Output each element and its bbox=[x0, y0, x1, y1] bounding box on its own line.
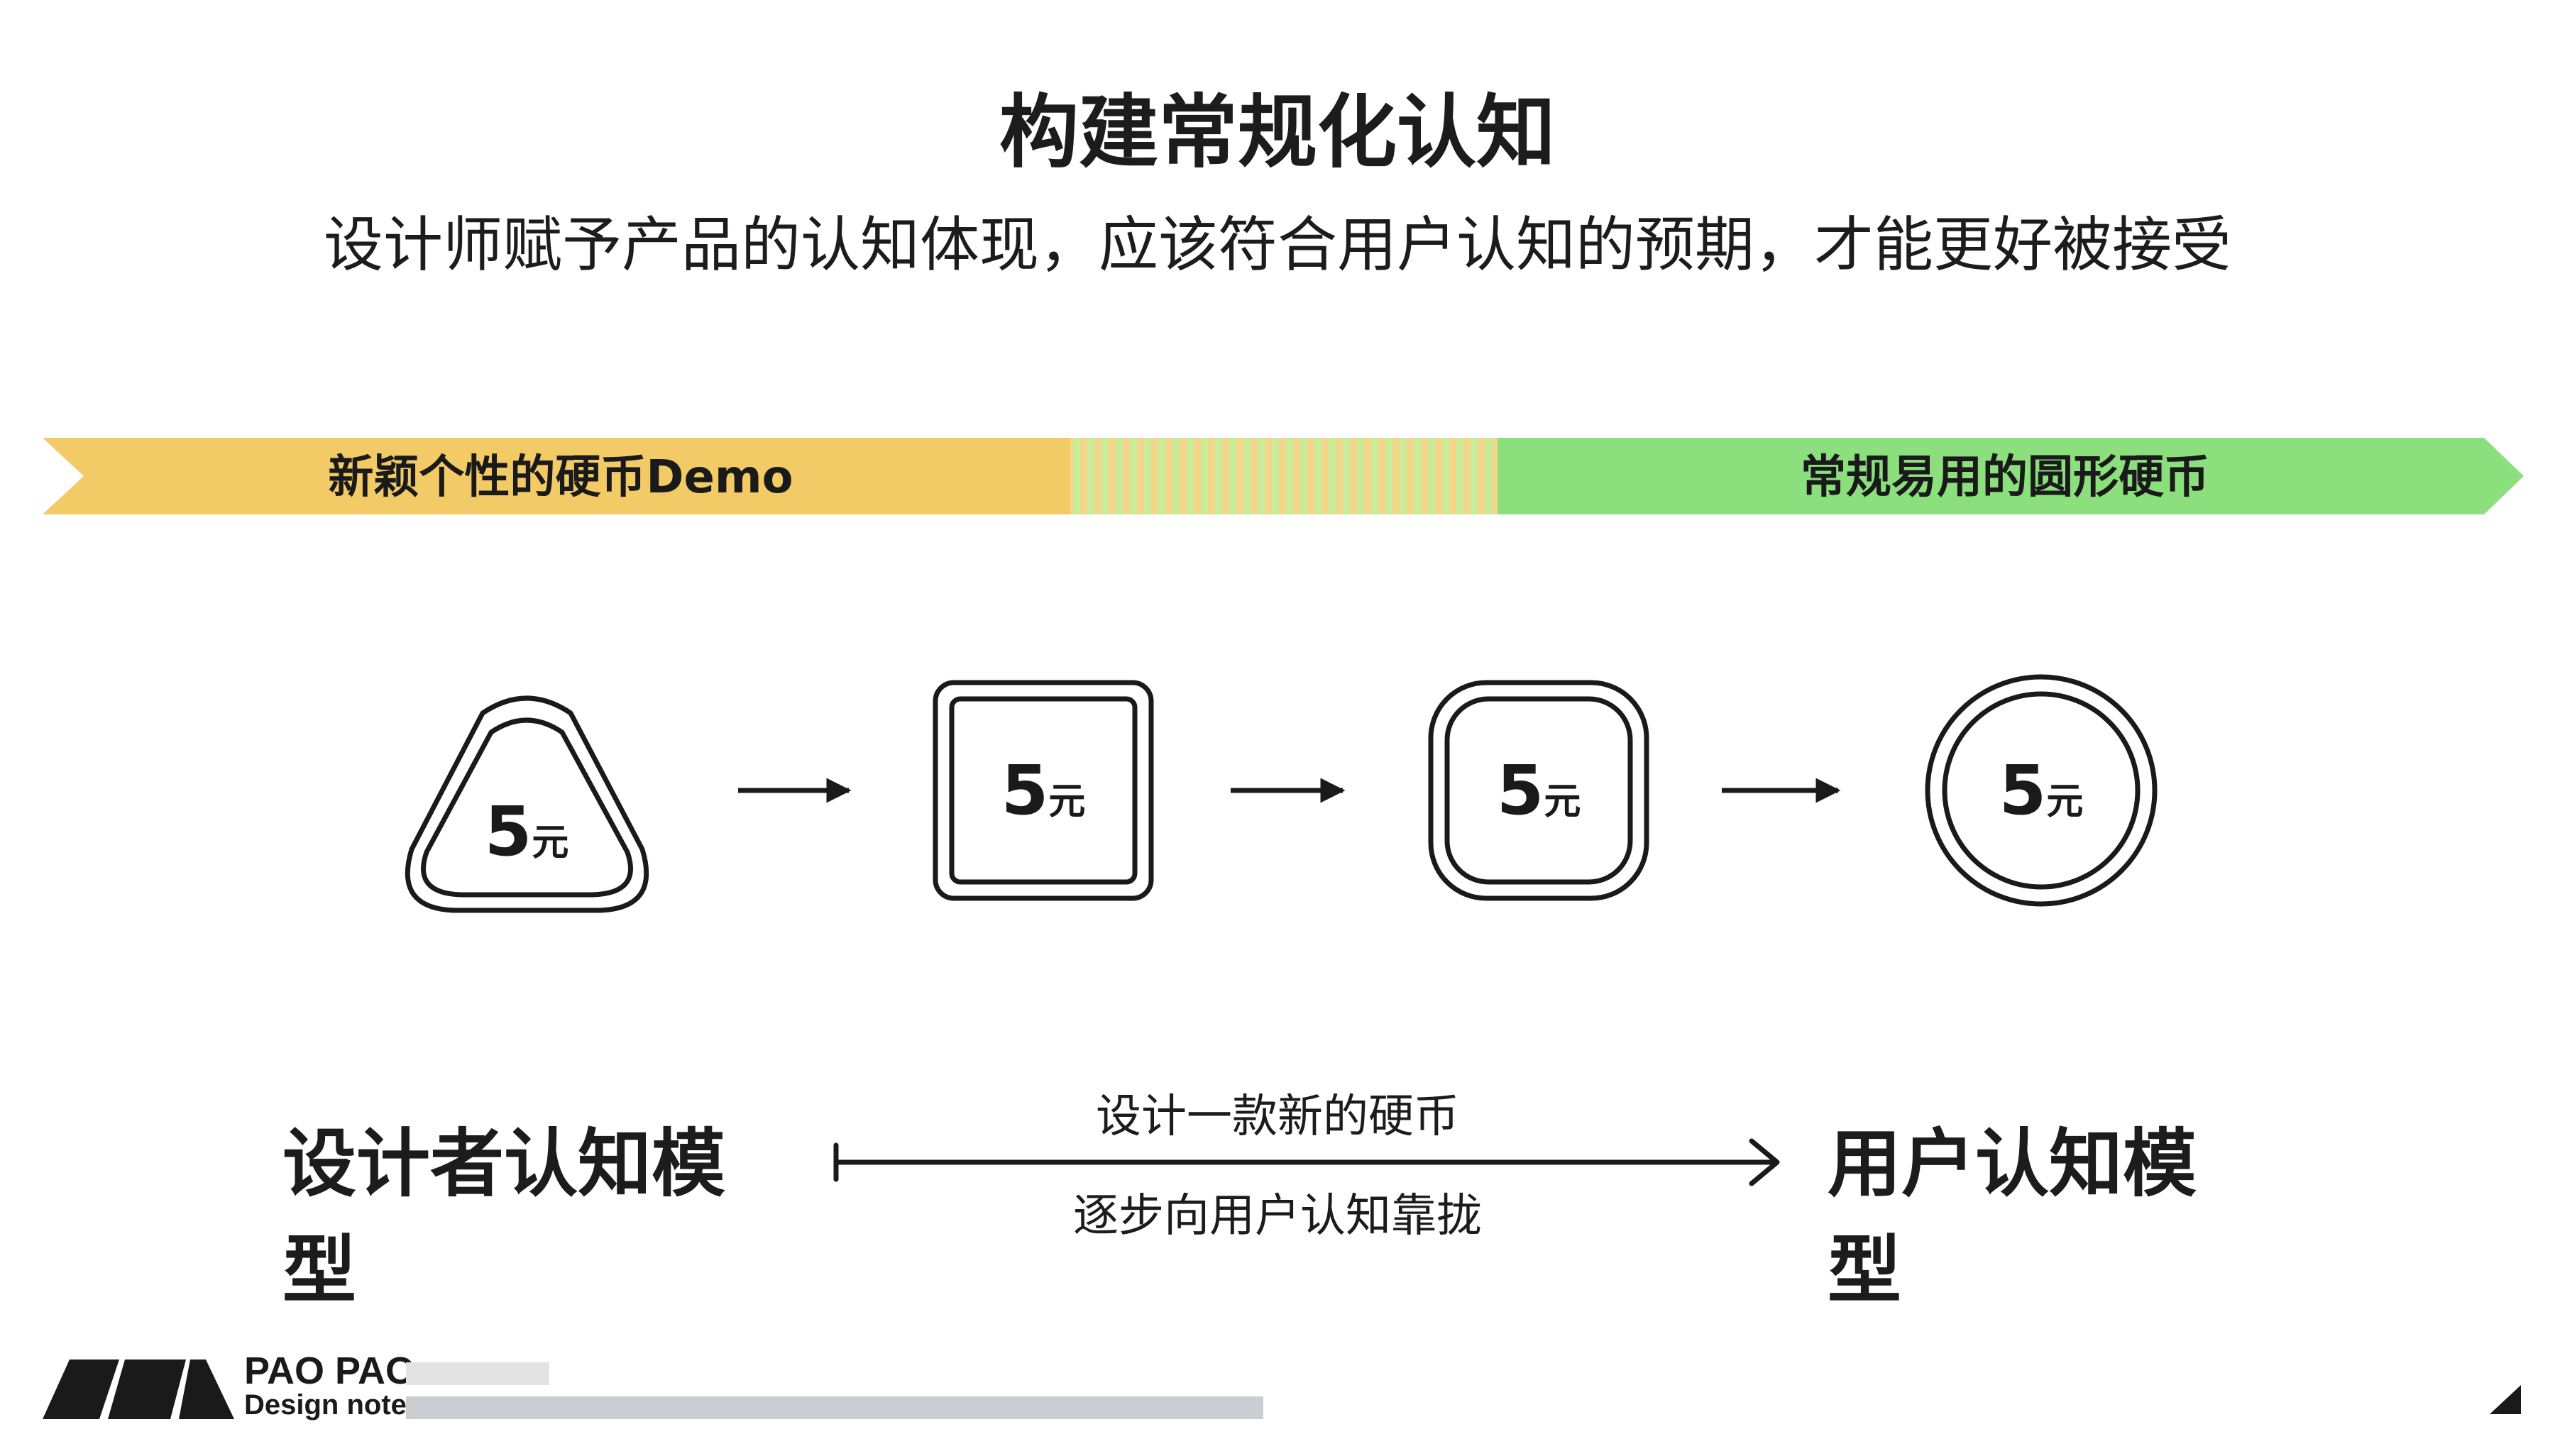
rounded-square-coin-label: 5元 bbox=[1461, 748, 1617, 833]
brand-tagline: Design notes bbox=[244, 1389, 423, 1421]
page-subtitle: 设计师赋予产品的认知体现，应该符合用户认知的预期，才能更好被接受 bbox=[323, 210, 2231, 280]
banner-right-label: 常规易用的圆形硬币 bbox=[1801, 451, 2209, 504]
square-coin-label: 5元 bbox=[965, 748, 1121, 833]
designer-model-label: 设计者认知模型 bbox=[282, 1120, 726, 1313]
square-coin bbox=[933, 680, 1154, 901]
coin-value: 5 bbox=[484, 792, 532, 871]
page-title: 构建常规化认知 bbox=[999, 87, 1556, 179]
circle-coin-label: 5元 bbox=[1963, 748, 2119, 833]
flow-bottom-text: 逐步向用户认知靠拢 bbox=[1073, 1190, 1482, 1242]
corner-marker-icon bbox=[2490, 1385, 2521, 1414]
circle-coin bbox=[1925, 674, 2158, 907]
flow-top-text: 设计一款新的硬币 bbox=[1096, 1091, 1459, 1143]
brand-logo bbox=[43, 1360, 234, 1419]
coin-unit: 元 bbox=[2046, 781, 2084, 823]
model-arrow bbox=[833, 1138, 1780, 1186]
footer-bar-long bbox=[406, 1396, 1263, 1419]
rounded-square-coin bbox=[1428, 680, 1649, 901]
brand-name: PAO PAO bbox=[244, 1350, 416, 1392]
coin-value: 5 bbox=[1001, 751, 1049, 830]
coin-unit: 元 bbox=[1544, 781, 1581, 823]
coin-value: 5 bbox=[1496, 751, 1544, 830]
user-model-label: 用户认知模型 bbox=[1828, 1120, 2197, 1313]
triangle-coin bbox=[405, 695, 649, 913]
triangle-coin-label: 5元 bbox=[449, 789, 605, 874]
coin-unit: 元 bbox=[1048, 781, 1086, 823]
coin-value: 5 bbox=[1999, 751, 2047, 830]
banner-left-label: 新颖个性的硬币Demo bbox=[328, 451, 793, 504]
coin-unit: 元 bbox=[532, 822, 569, 864]
footer-bar-short bbox=[406, 1362, 549, 1385]
